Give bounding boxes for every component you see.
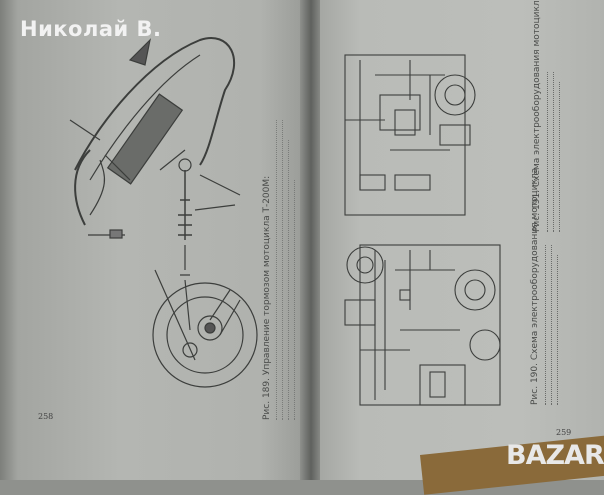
left-book-page — [0, 0, 305, 480]
figure-189-caption: Рис. 189. Управление тормозом мотоцикла … — [262, 120, 295, 420]
right-book-page — [320, 0, 604, 480]
book-illustrations — [69, 37, 501, 406]
wiring-diagram-bottom — [344, 244, 501, 406]
caption-body-placeholder — [276, 120, 295, 420]
caption-title: Рис. 189. Управление тормозом мотоцикла … — [262, 175, 272, 420]
right-page-number: 259 — [556, 428, 572, 437]
seller-watermark: Николай В. — [20, 17, 162, 41]
caption-title: Рис. 190. Схема электрооборудования мото… — [530, 167, 540, 405]
brake-control-drawing — [69, 37, 258, 388]
figure-190-caption: Рис. 190. Схема электрооборудования мото… — [530, 168, 558, 405]
bazar-logo: BAZAR — [506, 440, 604, 471]
book-spine — [300, 0, 322, 480]
wiring-diagram-top — [344, 54, 476, 216]
left-page-number: 258 — [38, 412, 54, 421]
